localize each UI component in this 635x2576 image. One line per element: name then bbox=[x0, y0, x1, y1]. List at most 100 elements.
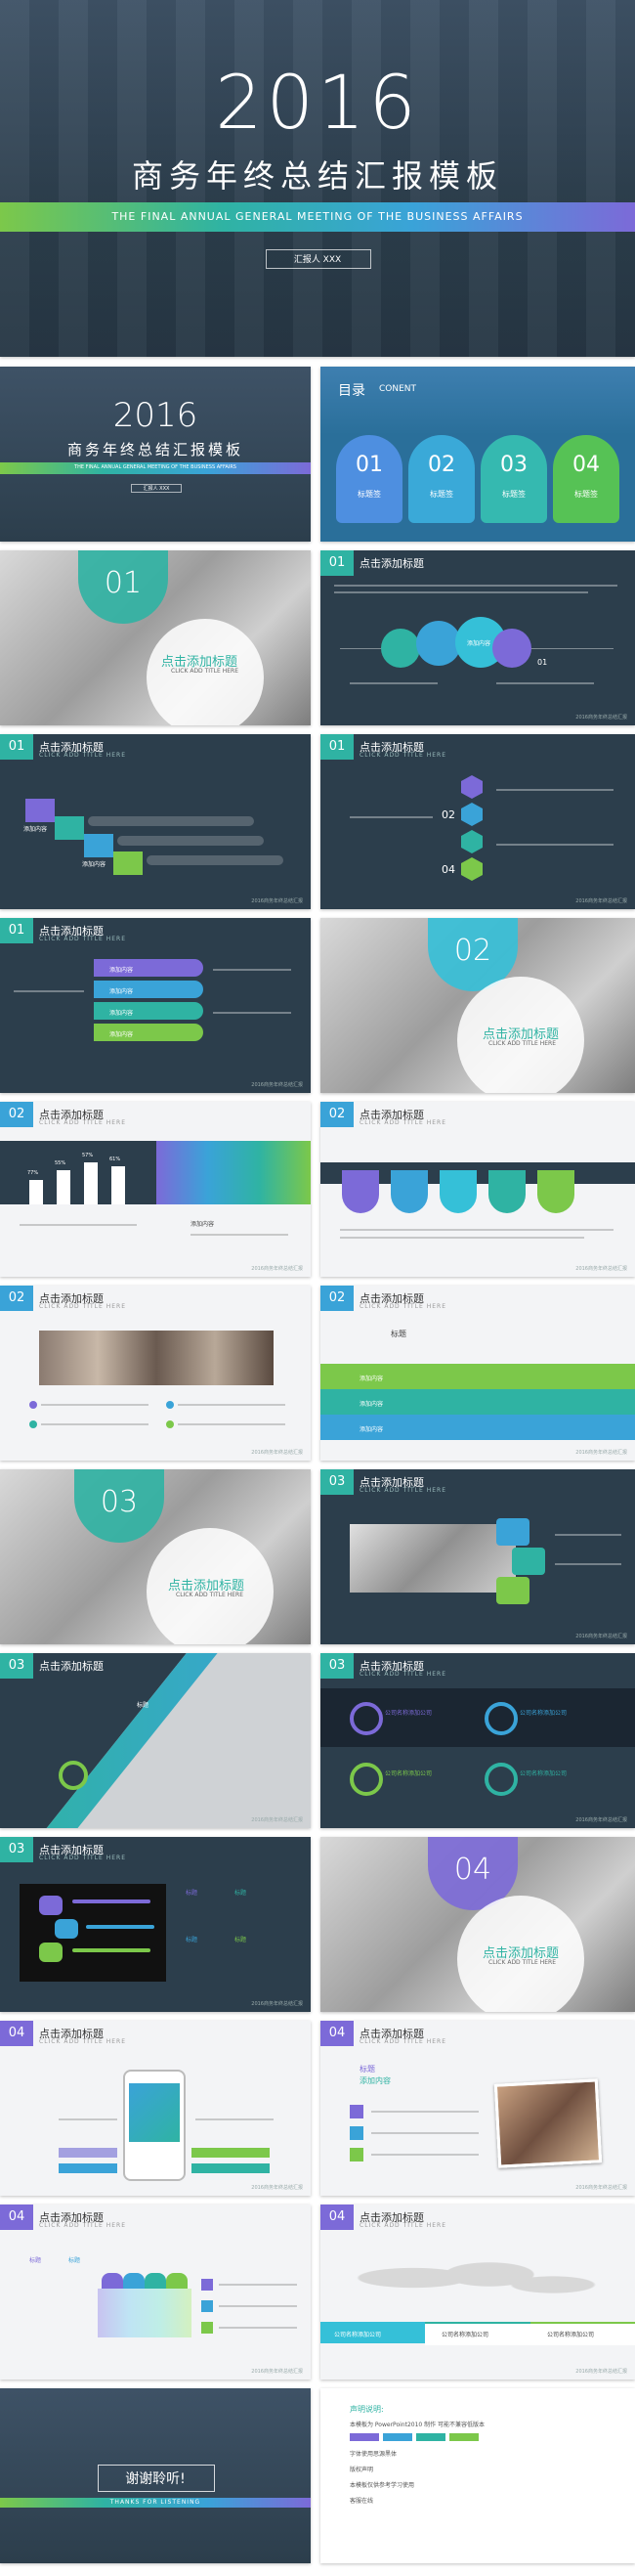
color-swatch-3 bbox=[416, 2433, 445, 2441]
slide-subtitle: CLICK ADD TITLE HERE bbox=[39, 1855, 126, 1861]
slide-footer: 2016商务年终总结汇报 bbox=[575, 1817, 627, 1823]
section-03-title: 点击添加标题 bbox=[168, 1579, 245, 1594]
donut bbox=[59, 1761, 88, 1790]
list-label2: 添加内容 bbox=[360, 2076, 391, 2085]
donut-label: 公司名称添加公司 bbox=[385, 1770, 433, 1777]
toc-num-3: 03 bbox=[500, 453, 528, 477]
toc-num-1: 01 bbox=[356, 453, 383, 477]
toc-item-2 bbox=[408, 435, 475, 523]
list-icon-1 bbox=[350, 2105, 363, 2118]
slide-footer: 2016商务年终总结汇报 bbox=[575, 1634, 627, 1639]
section-03-slide: 03 点击添加标题 CLICK ADD TITLE HERE bbox=[0, 1469, 311, 1644]
thanks-band bbox=[0, 2498, 311, 2508]
cover-year: 2016 bbox=[215, 59, 420, 146]
cube-top-4 bbox=[166, 2273, 188, 2289]
slide-title: 点击添加标题 bbox=[39, 1844, 104, 1856]
slide-03-donuts: 03 点击添加标题 CLICK ADD TITLE HERE 公司名称添加公司 … bbox=[320, 1653, 635, 1828]
bubble-label: 标题 bbox=[186, 1890, 198, 1897]
slide-footer: 2016商务年终总结汇报 bbox=[251, 1266, 303, 1272]
section-02-title: 点击添加标题 bbox=[483, 1027, 560, 1042]
slide-title: 点击添加标题 bbox=[360, 1660, 424, 1673]
hex-num-4: 04 bbox=[442, 863, 455, 876]
section-04-number: 04 bbox=[453, 1853, 492, 1887]
statement-slide: 声明说明: 本模板为 PowerPoint2010 制作 可能不兼容低版本 字体… bbox=[320, 2388, 635, 2563]
badge-03a: 03 bbox=[320, 1469, 354, 1495]
step-bar-2 bbox=[117, 836, 264, 846]
badge-02a: 02 bbox=[0, 1102, 33, 1127]
slide-01-bars: 01 点击添加标题 CLICK ADD TITLE HERE 添加内容 添加内容… bbox=[0, 918, 311, 1093]
slide-subtitle: CLICK ADD TITLE HERE bbox=[360, 1119, 446, 1126]
bubble-label: 标题 bbox=[186, 1937, 198, 1943]
badge-01d: 01 bbox=[0, 918, 33, 943]
slide-footer: 2016商务年终总结汇报 bbox=[251, 2001, 303, 2007]
circle-node-4 bbox=[492, 629, 531, 668]
step-bar-3 bbox=[147, 855, 283, 865]
step-label: 添加内容 bbox=[23, 826, 48, 833]
cover-photo-overlay bbox=[0, 0, 635, 357]
toc-num-4: 04 bbox=[572, 453, 600, 477]
toc-label-en: CONENT bbox=[379, 384, 417, 394]
cube-top-3 bbox=[145, 2273, 166, 2289]
photo-strip bbox=[39, 1331, 274, 1385]
slide-02-columns: 02 点击添加标题 CLICK ADD TITLE HERE 2016商务年终总… bbox=[320, 1102, 635, 1277]
toc-item-1 bbox=[336, 435, 402, 523]
donut-label: 公司名称添加公司 bbox=[520, 1770, 568, 1777]
section-03-circle bbox=[147, 1528, 274, 1644]
text-line bbox=[334, 585, 617, 587]
slide-subtitle: CLICK ADD TITLE HERE bbox=[39, 1303, 126, 1310]
badge-04c: 04 bbox=[0, 2205, 33, 2230]
icon-tile-2 bbox=[512, 1548, 545, 1575]
bullet-dot bbox=[166, 1420, 174, 1428]
chart-bar-3 bbox=[84, 1162, 98, 1204]
badge-02b: 02 bbox=[320, 1102, 354, 1127]
side-num: 01 bbox=[537, 658, 548, 667]
phone-tag-4 bbox=[191, 2163, 270, 2173]
slide-title: 点击添加标题 bbox=[39, 925, 104, 938]
mini-cover-reporter: 汇报人 XXX bbox=[131, 484, 182, 493]
text-line bbox=[178, 1404, 285, 1406]
badge-02c: 02 bbox=[0, 1286, 33, 1311]
bubble-label: 标题 bbox=[234, 1937, 247, 1943]
column-card-2 bbox=[391, 1170, 428, 1213]
chart-bar-2 bbox=[57, 1170, 70, 1204]
phone-tag-1 bbox=[59, 2148, 117, 2158]
thanks-box bbox=[98, 2465, 215, 2492]
slide-footer: 2016商务年终总结汇报 bbox=[251, 898, 303, 904]
color-swatch-4 bbox=[449, 2433, 479, 2441]
statement-line-2: 字体使用思源黑体 bbox=[350, 2451, 398, 2458]
section-01-number: 01 bbox=[104, 566, 143, 600]
text-line bbox=[334, 591, 588, 593]
statement-line-1: 本模板为 PowerPoint2010 制作 可能不兼容低版本 bbox=[350, 2422, 486, 2428]
slide-subtitle: CLICK ADD TITLE HERE bbox=[39, 752, 126, 759]
step-bar-1 bbox=[88, 816, 254, 826]
cube-label: 标题 bbox=[68, 2257, 81, 2264]
icon-tile-1 bbox=[496, 1518, 529, 1546]
text-line bbox=[41, 1423, 148, 1425]
badge-01a: 01 bbox=[320, 550, 354, 576]
slide-footer: 2016商务年终总结汇报 bbox=[575, 1266, 627, 1272]
text-line bbox=[496, 789, 614, 791]
text-line bbox=[41, 1404, 148, 1406]
cover-reporter-box bbox=[266, 249, 371, 269]
world-map bbox=[350, 2244, 604, 2312]
statement-line-3: 版权声明 bbox=[350, 2467, 374, 2473]
section-02-number: 02 bbox=[453, 934, 492, 968]
slide-04-list-photo: 04 点击添加标题 CLICK ADD TITLE HERE 标题 添加内容 2… bbox=[320, 2021, 635, 2196]
slide-title: 点击添加标题 bbox=[39, 1660, 104, 1673]
hex-1 bbox=[461, 775, 483, 799]
bubble-2 bbox=[55, 1919, 78, 1939]
chart-content-label: 添加内容 bbox=[190, 1221, 215, 1228]
badge-03c: 03 bbox=[320, 1653, 354, 1679]
slide-title: 点击添加标题 bbox=[360, 741, 424, 754]
column-card-1 bbox=[342, 1170, 379, 1213]
donut-label: 公司名称添加公司 bbox=[520, 1710, 568, 1717]
donut-1 bbox=[350, 1702, 383, 1735]
map-box-2 bbox=[425, 2322, 530, 2345]
mini-cover-slide: 2016 商务年终总结汇报模板 THE FINAL ANNUAL GENERAL… bbox=[0, 367, 311, 542]
bullet-dot bbox=[166, 1401, 174, 1409]
slide-subtitle: CLICK ADD TITLE HERE bbox=[360, 1671, 446, 1678]
ribbon-2 bbox=[320, 1389, 635, 1415]
map-box-label: 公司名称添加公司 bbox=[547, 2332, 595, 2338]
slide-04-phone: 04 点击添加标题 CLICK ADD TITLE HERE 2016商务年终总… bbox=[0, 2021, 311, 2196]
toc-text-3: 标题签 bbox=[502, 490, 526, 499]
